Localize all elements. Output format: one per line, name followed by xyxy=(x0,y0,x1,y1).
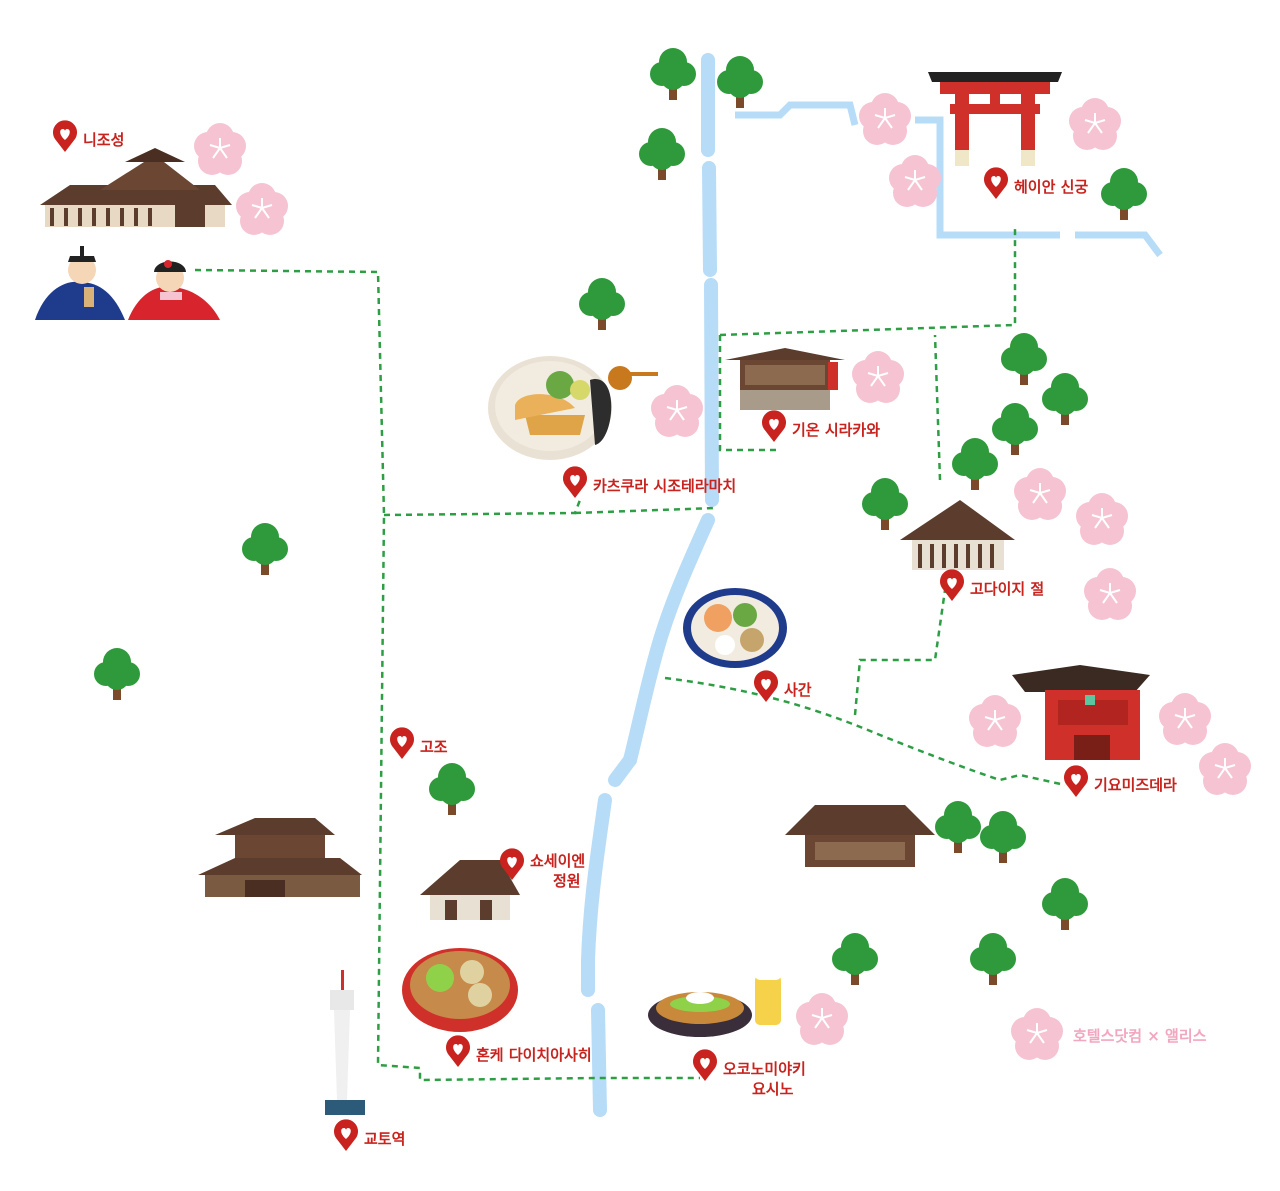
kiyomizu-gate-illustration xyxy=(1012,665,1150,760)
okonomiyaki-illustration xyxy=(648,968,781,1037)
shoseien-illustration xyxy=(420,860,520,920)
label-honke: 혼케 다이치아사히 xyxy=(476,1046,592,1064)
label-sagan: 사간 xyxy=(784,681,812,699)
pin-honke xyxy=(446,1035,470,1067)
label-gojo: 고조 xyxy=(420,738,448,756)
pin-sagan xyxy=(754,670,778,702)
pin-gion xyxy=(762,410,786,442)
credit-text: 호텔스닷컴 × 앨리스 xyxy=(1073,1027,1207,1045)
label-gion: 기온 시라카와 xyxy=(792,421,880,439)
label-heian: 헤이안 신궁 xyxy=(1014,178,1088,196)
heian-torii-illustration xyxy=(928,72,1062,166)
hina-dolls-illustration xyxy=(35,246,220,320)
nijo-castle-illustration xyxy=(40,148,232,227)
pin-kodaiji xyxy=(940,569,964,601)
label-katsukura: 카츠쿠라 시조테라마치 xyxy=(593,477,736,495)
pin-katsukura xyxy=(563,466,587,498)
label-kyoto-station: 교토역 xyxy=(364,1130,405,1148)
label-kiyomizu: 기요미즈데라 xyxy=(1094,776,1177,794)
pin-okonomi xyxy=(693,1049,717,1081)
pin-gojo xyxy=(390,727,414,759)
walking-route xyxy=(194,225,1066,1082)
temple-hall-illustration xyxy=(785,805,935,867)
pin-nijo xyxy=(53,120,77,152)
label-shosei-1: 쇼세이엔 xyxy=(530,852,585,870)
kodaiji-temple-illustration xyxy=(900,500,1015,570)
sagan-bowl-illustration xyxy=(683,588,787,668)
label-shosei-2: 정원 xyxy=(553,872,581,890)
label-okonomi-1: 오코노미야키 xyxy=(723,1060,806,1078)
label-nijo: 니조성 xyxy=(83,131,124,149)
tonkatsu-plate-illustration xyxy=(488,356,658,460)
pin-kiyomizu xyxy=(1064,765,1088,797)
gion-shirakawa-illustration xyxy=(725,348,845,410)
ramen-bowl-illustration xyxy=(402,948,518,1032)
map-pins xyxy=(53,120,1088,1151)
pin-heian xyxy=(984,167,1008,199)
place-labels: 니조성 헤이안 신궁 기온 시라카와 카츠쿠라 시조테라마치 고다이지 절 사간… xyxy=(83,131,1207,1148)
honganji-temple-illustration xyxy=(198,818,362,897)
label-okonomi-2: 요시노 xyxy=(752,1080,794,1098)
kyoto-tower-illustration xyxy=(325,970,365,1115)
pin-kyoto-station xyxy=(334,1119,358,1151)
label-kodaiji: 고다이지 절 xyxy=(970,580,1044,598)
kamo-river xyxy=(581,53,719,1117)
